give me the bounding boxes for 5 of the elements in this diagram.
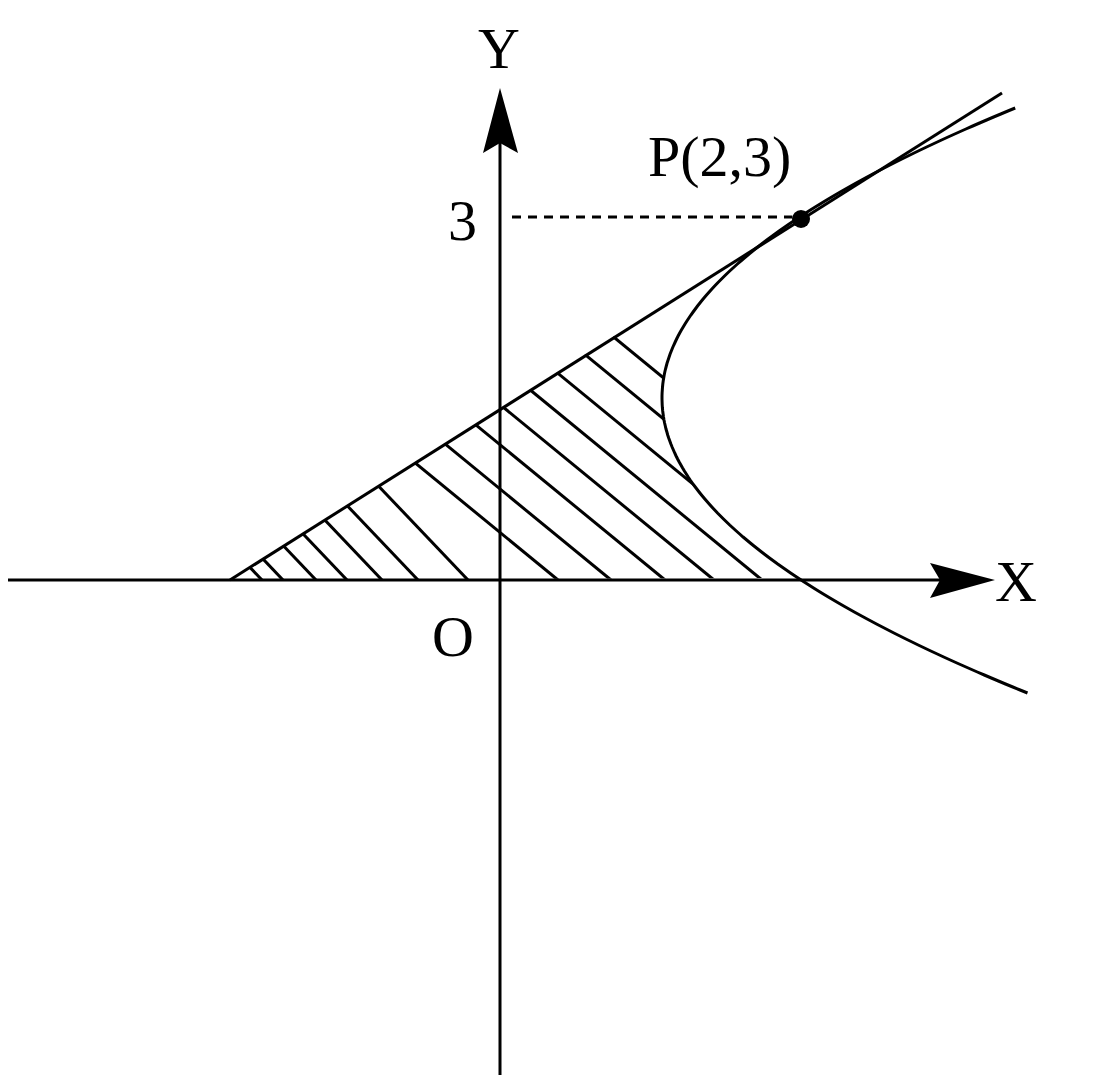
point-label: P(2,3) [648, 128, 792, 186]
tick-label: 3 [448, 192, 477, 250]
axis-label: Y [478, 20, 520, 78]
origin-label: O [432, 608, 474, 666]
axis-label: X [995, 553, 1037, 611]
